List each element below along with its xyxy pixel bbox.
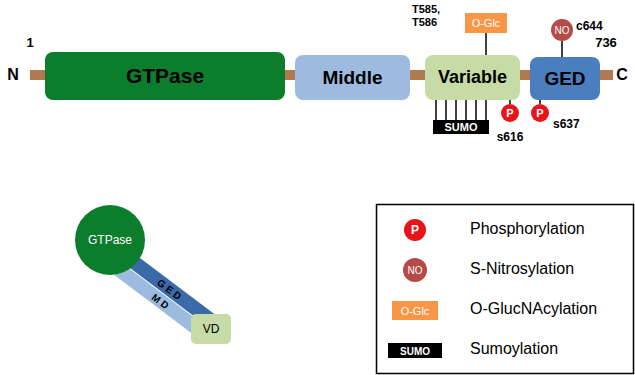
legend-sample-text: O-Glc xyxy=(401,305,430,317)
sumo-comb-line xyxy=(465,100,467,120)
site-connector xyxy=(561,41,563,57)
legend-text: Phosphorylation xyxy=(470,220,585,238)
start-number: 1 xyxy=(26,35,33,50)
legend-sample-text: P xyxy=(411,223,419,237)
legend-sample-text: SUMO xyxy=(400,345,430,356)
legend-text: O-GlucNAcylation xyxy=(470,300,597,318)
legend-text: Sumoylation xyxy=(470,340,558,358)
sumo-box: SUMO xyxy=(433,120,489,134)
node-text: GTPase xyxy=(126,64,204,88)
node-text: SUMO xyxy=(445,121,478,133)
node-text: Middle xyxy=(322,67,382,89)
residue-number: s616 xyxy=(497,130,524,144)
legend-text: S-Nitrosylation xyxy=(470,260,574,278)
oglc-site: O-Glc xyxy=(465,13,507,33)
residue-number: c644 xyxy=(576,19,603,33)
node-text: Variable xyxy=(438,67,507,88)
node-text: GED xyxy=(544,68,585,90)
nitrosylation-site: NO xyxy=(551,19,573,41)
legend-nitro-symbol xyxy=(403,258,427,282)
sumo-comb-line xyxy=(455,100,457,120)
gtpase-head: GTPase xyxy=(75,205,145,275)
node-text: GTPase xyxy=(88,233,132,247)
ged-domain: GED xyxy=(530,57,600,100)
node-text: NO xyxy=(555,25,570,36)
legend-sumo-symbol xyxy=(388,343,442,358)
sumo-comb-line xyxy=(475,100,477,120)
node-text: P xyxy=(536,107,543,119)
residue-number: T585, T586 xyxy=(412,3,456,28)
residue-number: s637 xyxy=(553,117,580,131)
variable-domain: Variable xyxy=(425,55,520,100)
legend-frame xyxy=(377,205,634,374)
sumo-comb-line xyxy=(485,100,487,120)
variable-tail: VD xyxy=(191,314,231,344)
n-terminus: N xyxy=(7,66,19,84)
middle-domain: Middle xyxy=(295,55,410,100)
node-text: VD xyxy=(203,322,220,336)
node-text: O-Glc xyxy=(472,17,501,29)
phospho-site: P xyxy=(501,104,519,122)
site-connector xyxy=(485,33,487,55)
node-text: P xyxy=(506,107,513,119)
site-connector xyxy=(435,100,437,120)
gtpase-domain: GTPase xyxy=(45,52,285,100)
sumo-comb-line xyxy=(445,100,447,120)
legend-sample-text: NO xyxy=(408,265,423,276)
legend-phospho-symbol xyxy=(404,219,426,241)
c-terminus: C xyxy=(616,66,628,84)
legend-oglc-symbol xyxy=(392,301,438,320)
end-number: 736 xyxy=(595,35,617,50)
phospho-site: P xyxy=(531,104,549,122)
